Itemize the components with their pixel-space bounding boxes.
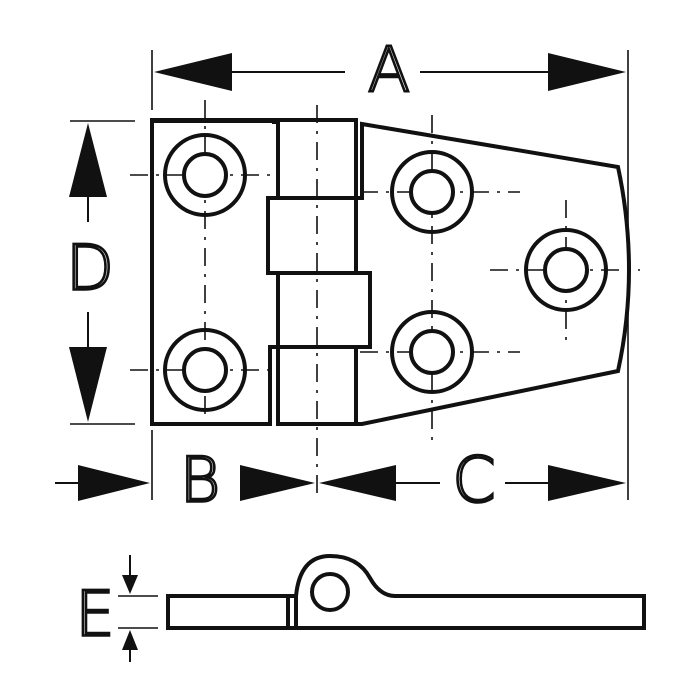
dimension-b-arrow-left	[78, 465, 150, 501]
dimension-a-arrow-left	[154, 53, 232, 91]
hinge-side-view	[166, 553, 646, 630]
right-leaf	[354, 121, 631, 426]
screw-hole-bottom-right	[390, 310, 474, 394]
screw-hole-bottom-left	[163, 328, 247, 412]
dimension-d-arrow-top	[69, 123, 107, 197]
screw-hole-far-right	[524, 228, 608, 312]
screw-hole-top-right	[390, 150, 474, 234]
dimension-e-arrow-bottom	[122, 630, 138, 650]
hinge-knuckle-lower	[276, 271, 372, 349]
dimension-b: B	[55, 430, 315, 518]
dimension-c-arrow-right	[548, 465, 626, 501]
dimension-b-arrow-right	[240, 465, 315, 501]
dimension-b-label: B	[180, 444, 221, 517]
screw-hole-top-left	[163, 133, 247, 217]
dimension-d: D	[65, 120, 135, 425]
dimension-c-arrow-left	[319, 465, 396, 501]
dimension-a: A	[151, 32, 629, 500]
dimension-e-arrow-top	[122, 575, 138, 594]
hinge-knuckle-middle	[266, 196, 358, 275]
side-left-leaf	[166, 594, 298, 630]
side-pin-hole	[310, 572, 350, 612]
dimension-d-arrow-bottom	[69, 347, 107, 422]
dimension-c: C	[319, 442, 626, 518]
dimension-a-label: A	[368, 34, 410, 107]
hinge-plan-view	[130, 100, 640, 500]
dimension-e-label: E	[75, 578, 114, 651]
side-right-leaf-and-knuckle	[294, 553, 646, 630]
dimension-a-arrow-right	[548, 53, 626, 91]
dimension-c-label: C	[452, 444, 495, 517]
dimension-e: E	[74, 555, 158, 662]
dimension-d-label: D	[66, 232, 114, 305]
